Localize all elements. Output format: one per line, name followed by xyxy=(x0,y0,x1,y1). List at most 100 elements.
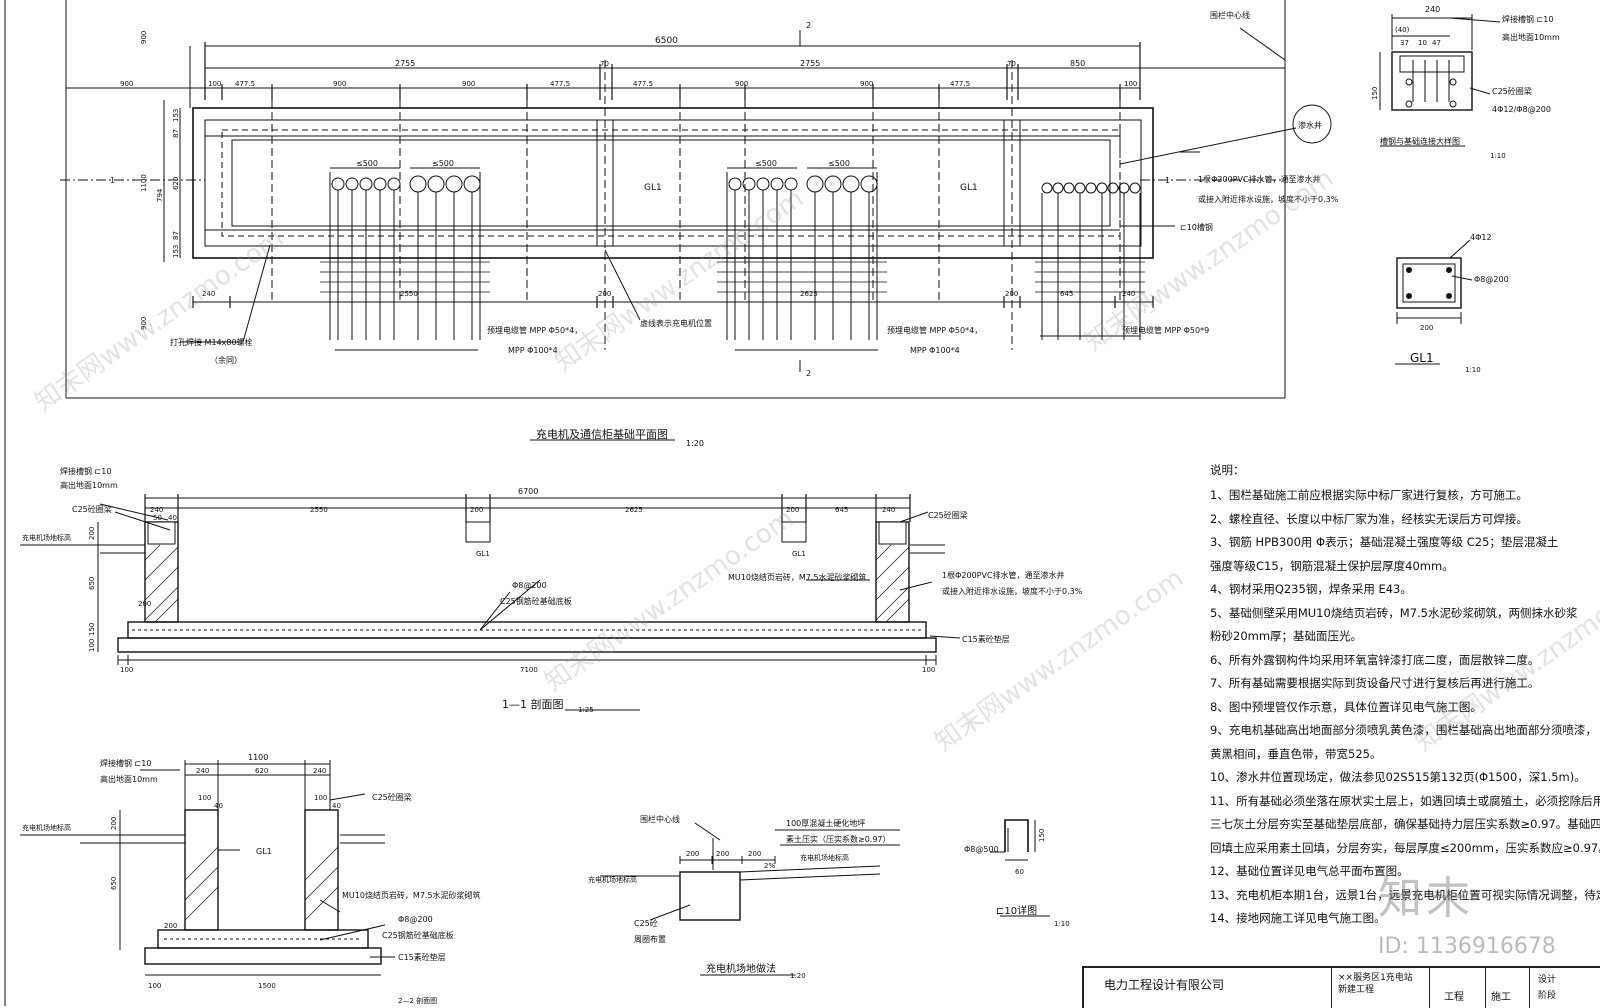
plan-dim-r3-1: 477.5 xyxy=(235,80,255,88)
s22-dim-l-200b: 200 xyxy=(164,922,177,930)
site-ground-right: 充电机场地标高 xyxy=(800,853,849,862)
channel-weld-2: 高出地面10mm xyxy=(1502,32,1560,42)
site-scale: 1:20 xyxy=(790,972,806,980)
channel-scale: 1:10 xyxy=(1490,152,1506,160)
plan-spacing-3: ≤500 xyxy=(755,159,777,168)
s11-cushion: C15素砼垫层 xyxy=(962,634,1010,644)
plan-scale: 1:20 xyxy=(686,439,704,448)
project-name: ××服务区1充电站 新建工程 xyxy=(1331,968,1429,1008)
s11-title: 1—1 剖面图 xyxy=(502,697,564,711)
plan-pipe-b2: MPP Φ100*4 xyxy=(910,346,960,355)
s11-pvc: 1根Φ200PVC排水管，通至渗水井 xyxy=(942,570,1065,580)
channel-dim-37: 37 xyxy=(1400,39,1409,47)
s22-gl1: GL1 xyxy=(256,847,272,856)
plan-dim-r3-9: 100 xyxy=(1124,80,1137,88)
plan-fence-center: 围栏中心线 xyxy=(1210,10,1250,20)
plan-dim-l-153b: 153 xyxy=(172,245,180,258)
channel-rebar: 4Φ12/Φ8@200 xyxy=(1492,105,1551,114)
site-soil: 素土压实（压实系数≥0.97） xyxy=(786,834,891,844)
plan-dim-b-1: 2550 xyxy=(400,290,418,298)
plan-channel: ⊏10槽钢 xyxy=(1180,222,1213,232)
channel-dim-10: 10 xyxy=(1418,39,1427,47)
plan-gl1-b: GL1 xyxy=(960,183,978,193)
plan-dim-b-5: 645 xyxy=(1060,290,1073,298)
s22-rebar: Φ8@200 xyxy=(398,915,433,924)
site-beam-2: 周圈布置 xyxy=(634,934,666,944)
s11-dim-240: 240 xyxy=(150,506,163,514)
plan-bolt: 打孔焊接 M14x80螺栓 xyxy=(170,337,253,347)
channel-title: 槽钢与基础连接大样图 xyxy=(1380,136,1460,146)
channel-dim-150: 150 xyxy=(1371,87,1379,100)
site-detail xyxy=(600,822,900,976)
s11-dim-2550: 2550 xyxy=(310,506,328,514)
s11-ring-right: C25砼圈梁 xyxy=(928,510,968,520)
plan-dim-left-c: 900 xyxy=(140,317,148,330)
plan-pvc-pipe: 1根Φ200PVC排水管，通至渗水井 xyxy=(1198,174,1321,184)
title-cell-phase-a: 设计 xyxy=(1538,975,1557,985)
gl1-stirrup: Φ8@200 xyxy=(1474,275,1509,284)
s11-gl1-a: GL1 xyxy=(476,550,490,558)
s22-dim-r2-2: 100 xyxy=(314,794,327,802)
note-item: 12、基础位置详见电气总平面布置图。 xyxy=(1210,864,1409,878)
note-item: 5、基础侧壁采用MU10烧结页岩砖，M7.5水泥砂浆砌筑，两侧抹水砂浆 xyxy=(1210,605,1578,620)
gl1-scale: 1:10 xyxy=(1465,366,1481,374)
plan-dim-2755a: 2755 xyxy=(395,59,415,68)
s11-weld: 焊接槽钢 ⊏10 xyxy=(60,466,111,476)
plan-dim-b-4: 200 xyxy=(1005,290,1018,298)
s22-dim-r2-0: 100 xyxy=(198,794,211,802)
title-cell-project: 工程 xyxy=(1429,968,1486,1008)
plan-dim-70b: 70 xyxy=(1007,60,1016,68)
s11-dim-b-7100: 7100 xyxy=(520,666,538,674)
s22-dim-240b: 240 xyxy=(313,767,326,775)
s22-weld: 焊接槽钢 ⊏10 xyxy=(100,758,151,768)
section-2-2 xyxy=(20,760,395,976)
note-item: 11、所有基础必须坐落在原状实土层上，如遇回填土或腐殖土，必须挖除后用 xyxy=(1210,793,1600,808)
watermark-id: ID: 1136916678 xyxy=(1378,934,1556,959)
site-title: 充电机场地做法 xyxy=(706,962,776,975)
plan-dim-850: 850 xyxy=(1070,59,1085,68)
site-ground-left: 充电机场地标高 xyxy=(588,875,637,884)
plan-dim-l-87a: 87 xyxy=(172,129,180,138)
c10-title: ⊏10详图 xyxy=(996,904,1037,917)
s11-ring-left: C25砼圈梁 xyxy=(72,504,112,514)
s11-dim-l-200b: 200 xyxy=(138,600,151,608)
c10-dim-150: 150 xyxy=(1038,829,1046,842)
s22-cushion: C15素砼垫层 xyxy=(398,952,446,962)
note-item: 3、钢筋 HPB300用 Φ表示；基础混凝土强度等级 C25；垫层混凝土 xyxy=(1210,535,1559,549)
c10-dim-60: 60 xyxy=(1015,868,1024,876)
s11-dim-l-150: 150 xyxy=(88,623,96,636)
plan-bolt-2: （余同） xyxy=(210,355,242,365)
project-line-2: 新建工程 xyxy=(1338,985,1375,995)
s11-dim-b-100a: 100 xyxy=(120,666,133,674)
gl1-detail xyxy=(1395,239,1473,365)
note-item: 2、螺栓直径、长度以中标厂家为准，经核实无误后方可焊接。 xyxy=(1210,511,1528,526)
plan-spacing-2: ≤500 xyxy=(432,159,454,168)
note-item: 9、充电机基础高出地面部分须喷乳黄色漆，围栏基础高出地面部分须喷漆， xyxy=(1210,723,1597,737)
channel-concrete: C25砼圈梁 xyxy=(1492,86,1532,96)
s22-dim-r2-3: 40 xyxy=(332,802,341,810)
note-item: 回填土应采用素土回填，分层夯实，每层厚度≤200mm，压实系数应≥0.97。 xyxy=(1210,840,1600,855)
plan-dashed-note: 虚线表示充电机位置 xyxy=(640,318,712,328)
s11-ground: 充电机场地标高 xyxy=(22,533,71,542)
s22-dim-l-650: 650 xyxy=(110,877,118,890)
s11-brick: MU10烧结页岩砖，M7.5水泥砂浆砌筑 xyxy=(728,572,867,582)
s22-dim-620: 620 xyxy=(255,767,268,775)
note-item: 10、渗水井位置现场定，做法参见02S515第132页(Φ1500，深1.5m)… xyxy=(1210,770,1586,784)
s22-ground: 充电机场地标高 xyxy=(22,823,71,832)
plan-dim-2755b: 2755 xyxy=(800,59,820,68)
plan-pipe-a1: 预埋电缆管 MPP Φ50*4， xyxy=(487,325,582,335)
note-item: 4、钢材采用Q235钢，焊条采用 E43。 xyxy=(1210,582,1412,596)
plan-dim-r3-0: 100 xyxy=(208,80,221,88)
channel-dim-40: (40) xyxy=(1395,26,1410,34)
s11-gl1-b: GL1 xyxy=(792,550,806,558)
s11-rebar: Φ8@200 xyxy=(512,581,547,590)
site-dim-1: 200 xyxy=(716,850,729,858)
plan-pipe-b1: 预埋电缆管 MPP Φ50*4， xyxy=(887,325,982,335)
plan-dim-b-0: 240 xyxy=(202,290,215,298)
plan-dim-l-87b: 87 xyxy=(172,231,180,240)
company-name: 电力工程设计有限公司 xyxy=(1104,978,1225,992)
s11-scale: 1:25 xyxy=(578,706,594,714)
note-item: 6、所有外露钢构件均采用环氧富锌漆打底二度，面层散锌二度。 xyxy=(1210,652,1540,667)
site-fence: 围栏中心线 xyxy=(640,814,680,824)
